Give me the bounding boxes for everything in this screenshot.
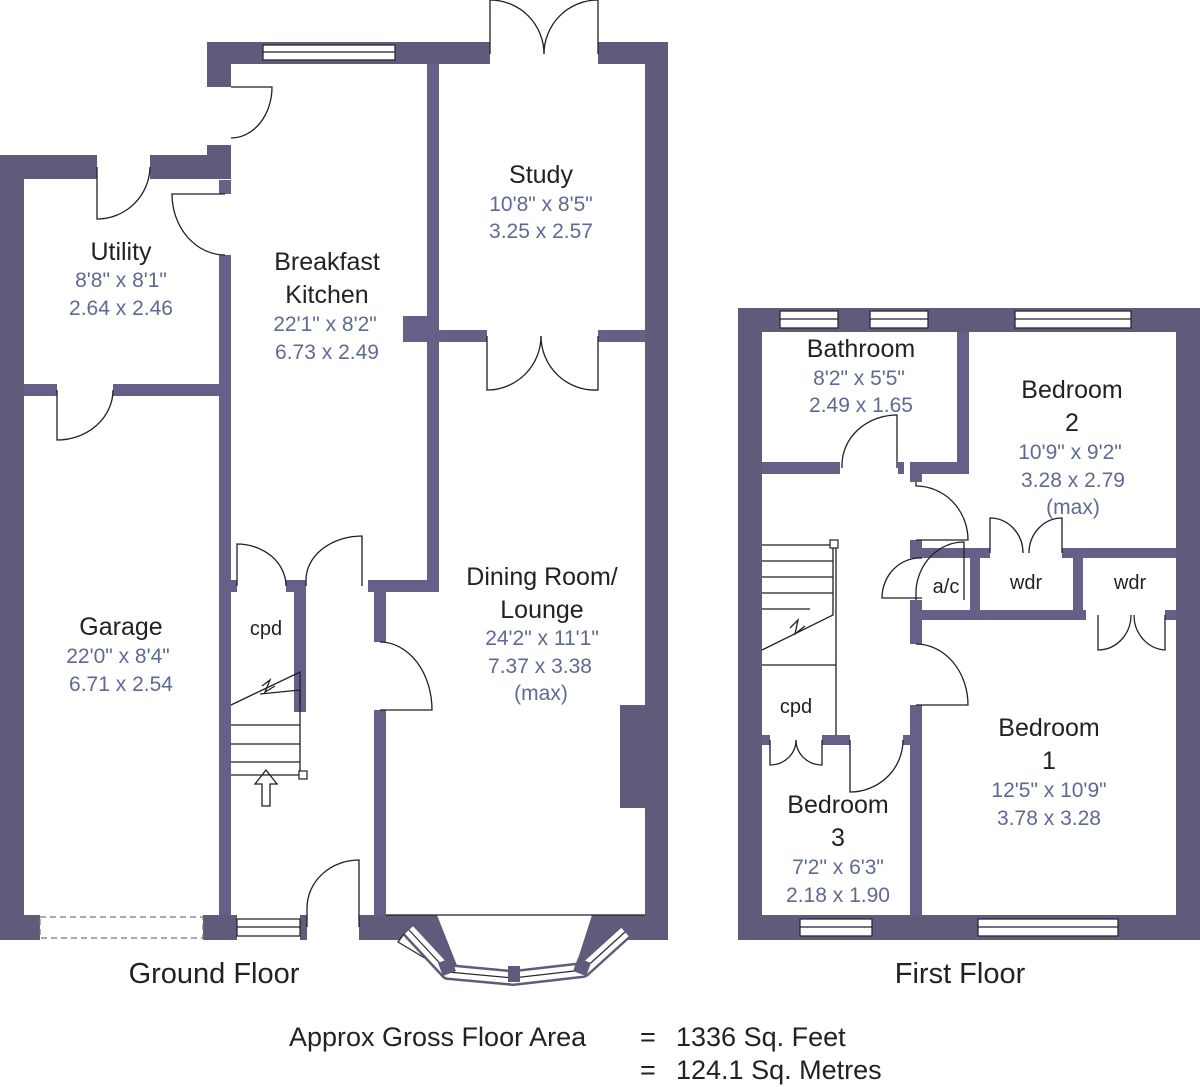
bedroom3-name-line1: Bedroom	[787, 791, 888, 819]
ground-floor-label: Ground Floor	[129, 958, 300, 990]
garage-door	[39, 916, 204, 939]
bedroom3-imperial: 7'2" x 6'3"	[792, 856, 884, 879]
garage-metric: 6.71 x 2.54	[69, 673, 173, 696]
first-floor-windows	[779, 310, 1132, 937]
wardrobe-2-label: wdr	[1113, 572, 1147, 594]
dining-max-note: (max)	[514, 682, 568, 705]
bedroom2-imperial: 10'9" x 9'2"	[1018, 441, 1122, 464]
bedroom2-name-line1: Bedroom	[1021, 376, 1122, 404]
gross-area-sqft: 1336 Sq. Feet	[676, 1022, 846, 1052]
study-imperial: 10'8" x 8'5"	[489, 193, 593, 216]
airing-cupboard-label: a/c	[933, 576, 960, 598]
kitchen-metric: 6.73 x 2.49	[275, 341, 379, 364]
kitchen-imperial: 22'1" x 8'2"	[273, 313, 377, 336]
first-floor-plan: Bathroom 8'2" x 5'5" 2.49 x 1.65 Bedroom…	[738, 308, 1200, 990]
gross-area-sqm: 124.1 Sq. Metres	[676, 1055, 882, 1085]
bedroom1-name-line2: 1	[1042, 747, 1056, 775]
bathroom-imperial: 8'2" x 5'5"	[813, 367, 905, 390]
ground-floor-doors	[56, 0, 599, 927]
dining-metric: 7.37 x 3.38	[488, 655, 592, 678]
ground-cupboard-label: cpd	[250, 618, 282, 640]
first-floor-labels: Bathroom 8'2" x 5'5" 2.49 x 1.65 Bedroom…	[780, 335, 1147, 990]
dining-name-line2: Lounge	[500, 596, 583, 624]
bedroom1-name-line1: Bedroom	[998, 714, 1099, 742]
ground-floor-labels: Study 10'8" x 8'5" 3.25 x 2.57 Utility 8…	[66, 161, 618, 990]
utility-metric: 2.64 x 2.46	[69, 297, 173, 320]
first-floor-doors	[769, 414, 1166, 793]
garage-name: Garage	[79, 613, 162, 641]
ground-floor-plan: Study 10'8" x 8'5" 3.25 x 2.57 Utility 8…	[0, 0, 668, 990]
ground-floor-walls	[0, 42, 668, 940]
gross-floor-area: Approx Gross Floor Area = 1336 Sq. Feet …	[289, 1022, 882, 1085]
gross-area-equals-2: =	[640, 1055, 656, 1085]
gross-area-label: Approx Gross Floor Area	[289, 1022, 587, 1052]
bay-window	[386, 914, 645, 986]
bathroom-metric: 2.49 x 1.65	[809, 394, 913, 417]
dining-name-line1: Dining Room/	[466, 563, 618, 591]
utility-name: Utility	[90, 238, 152, 266]
bedroom1-metric: 3.78 x 3.28	[997, 807, 1101, 830]
study-metric: 3.25 x 2.57	[489, 220, 593, 243]
ground-floor-stairs	[230, 670, 308, 807]
bedroom1-imperial: 12'5" x 10'9"	[991, 779, 1106, 802]
study-name: Study	[509, 161, 573, 189]
gross-area-equals-1: =	[640, 1022, 656, 1052]
bedroom2-metric: 3.28 x 2.79	[1021, 469, 1125, 492]
kitchen-name-line1: Breakfast	[274, 248, 380, 276]
ground-floor-windows	[39, 44, 396, 939]
wardrobe-1-label: wdr	[1009, 572, 1043, 594]
first-floor-label: First Floor	[895, 958, 1026, 990]
first-floor-interior-walls	[762, 332, 1176, 915]
bathroom-name: Bathroom	[807, 335, 915, 363]
utility-imperial: 8'8" x 8'1"	[75, 269, 167, 292]
first-floor-stairs	[761, 539, 839, 651]
bedroom3-name-line2: 3	[831, 824, 845, 852]
stairs-up-arrow-icon	[253, 768, 279, 807]
ground-floor-interior-walls	[24, 64, 645, 915]
bedroom2-max-note: (max)	[1046, 496, 1100, 519]
first-cupboard-label: cpd	[780, 696, 812, 718]
garage-imperial: 22'0" x 8'4"	[66, 645, 170, 668]
bedroom2-name-line2: 2	[1065, 409, 1079, 437]
dining-imperial: 24'2" x 11'1"	[485, 627, 599, 650]
kitchen-name-line2: Kitchen	[285, 281, 368, 309]
bedroom3-metric: 2.18 x 1.90	[786, 884, 890, 907]
